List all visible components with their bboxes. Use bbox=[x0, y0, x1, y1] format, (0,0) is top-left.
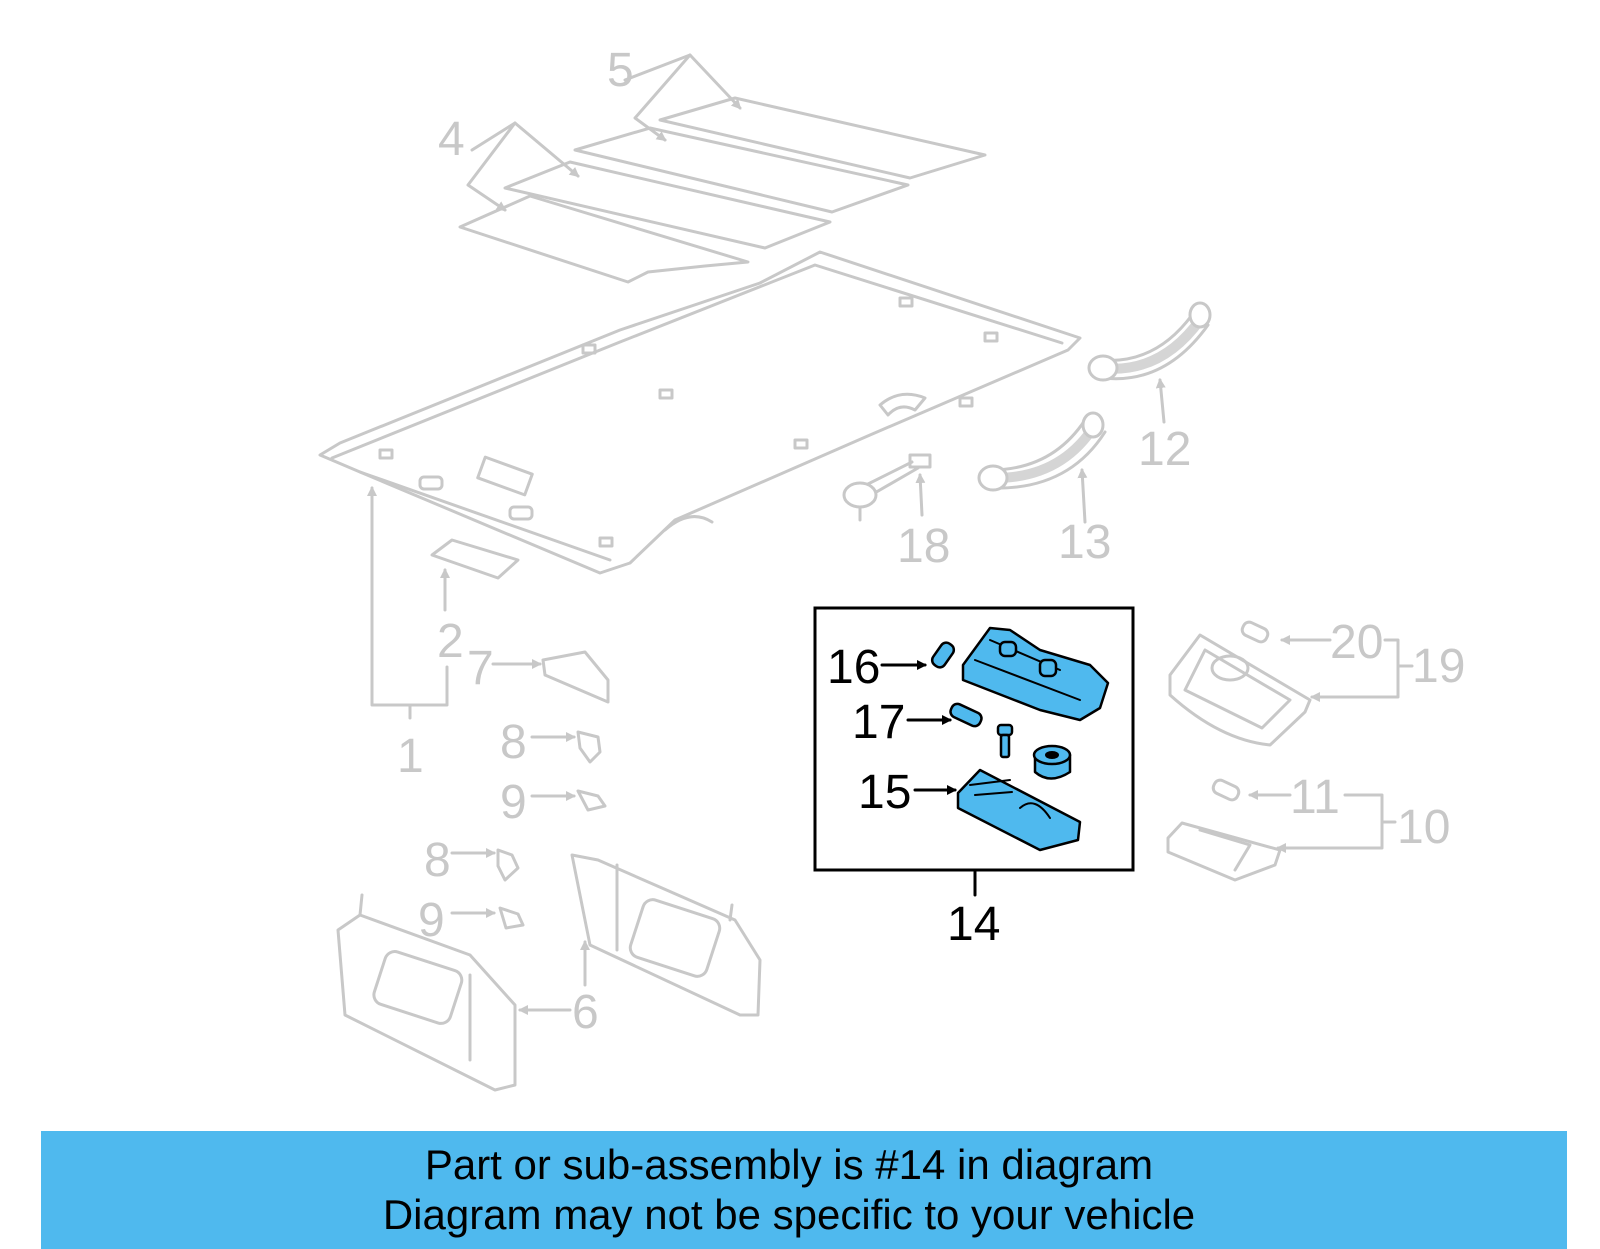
part-12-end-b bbox=[1188, 301, 1212, 329]
callout-19: 19 bbox=[1412, 640, 1465, 693]
callout-5: 5 bbox=[607, 44, 634, 97]
callout-8-upper: 8 bbox=[500, 716, 527, 769]
insulation-pads bbox=[458, 96, 987, 284]
callout-20: 20 bbox=[1330, 616, 1383, 669]
caption-banner: Part or sub-assembly is #14 in diagram D… bbox=[41, 1131, 1567, 1249]
part-13-end-b bbox=[1081, 411, 1105, 439]
caption-line-1: Part or sub-assembly is #14 in diagram bbox=[424, 1141, 1154, 1188]
leader-13 bbox=[1077, 468, 1088, 524]
leader-4b bbox=[466, 121, 517, 212]
part-9-clip-b bbox=[498, 906, 525, 930]
leader-1 bbox=[367, 486, 449, 707]
callout-10: 10 bbox=[1397, 801, 1450, 854]
callout-8-lower: 8 bbox=[424, 834, 451, 887]
part-17-bulb[interactable] bbox=[949, 702, 984, 728]
caption-line-2: Diagram may not be specific to your vehi… bbox=[382, 1191, 1196, 1238]
part-13-end-a bbox=[977, 464, 1009, 492]
callout-14: 14 bbox=[947, 898, 1000, 951]
callout-13: 13 bbox=[1058, 516, 1111, 569]
part-15-lens[interactable] bbox=[956, 768, 1082, 852]
part-14-housing[interactable] bbox=[961, 626, 1110, 722]
callout-18: 18 bbox=[897, 520, 950, 573]
callout-16: 16 bbox=[827, 641, 880, 694]
part-2-lamp bbox=[430, 538, 520, 580]
leader-12 bbox=[1155, 378, 1166, 424]
callout-9-upper: 9 bbox=[500, 776, 527, 829]
callout-2: 2 bbox=[437, 615, 464, 668]
part-10-lamp bbox=[1166, 778, 1282, 882]
headliner bbox=[318, 250, 1082, 575]
part-7-clip bbox=[541, 650, 610, 704]
callout-4: 4 bbox=[438, 113, 465, 166]
leader-19 bbox=[1310, 638, 1400, 702]
part-8-clip-b bbox=[496, 848, 520, 882]
callout-11: 11 bbox=[1290, 771, 1340, 824]
part-19-lamp bbox=[1168, 620, 1312, 747]
callout-7: 7 bbox=[467, 642, 494, 695]
callout-15: 15 bbox=[858, 766, 911, 819]
leader-5b bbox=[633, 53, 692, 142]
callout-9-lower: 9 bbox=[418, 894, 445, 947]
leader-18 bbox=[915, 473, 926, 517]
part-9-clip-a bbox=[576, 789, 607, 812]
sun-visors bbox=[336, 853, 762, 1092]
part-14-grommet[interactable] bbox=[1032, 744, 1072, 780]
part-14-screw[interactable] bbox=[996, 723, 1014, 759]
callout-1: 1 bbox=[397, 730, 424, 783]
part-16-bulb[interactable] bbox=[930, 640, 956, 669]
callout-6: 6 bbox=[572, 986, 599, 1039]
part-18-hook bbox=[842, 453, 932, 522]
callout-12: 12 bbox=[1138, 423, 1191, 476]
callout-17: 17 bbox=[852, 696, 905, 749]
part-12-end-a bbox=[1087, 354, 1119, 382]
part-8-clip-a bbox=[576, 730, 602, 764]
